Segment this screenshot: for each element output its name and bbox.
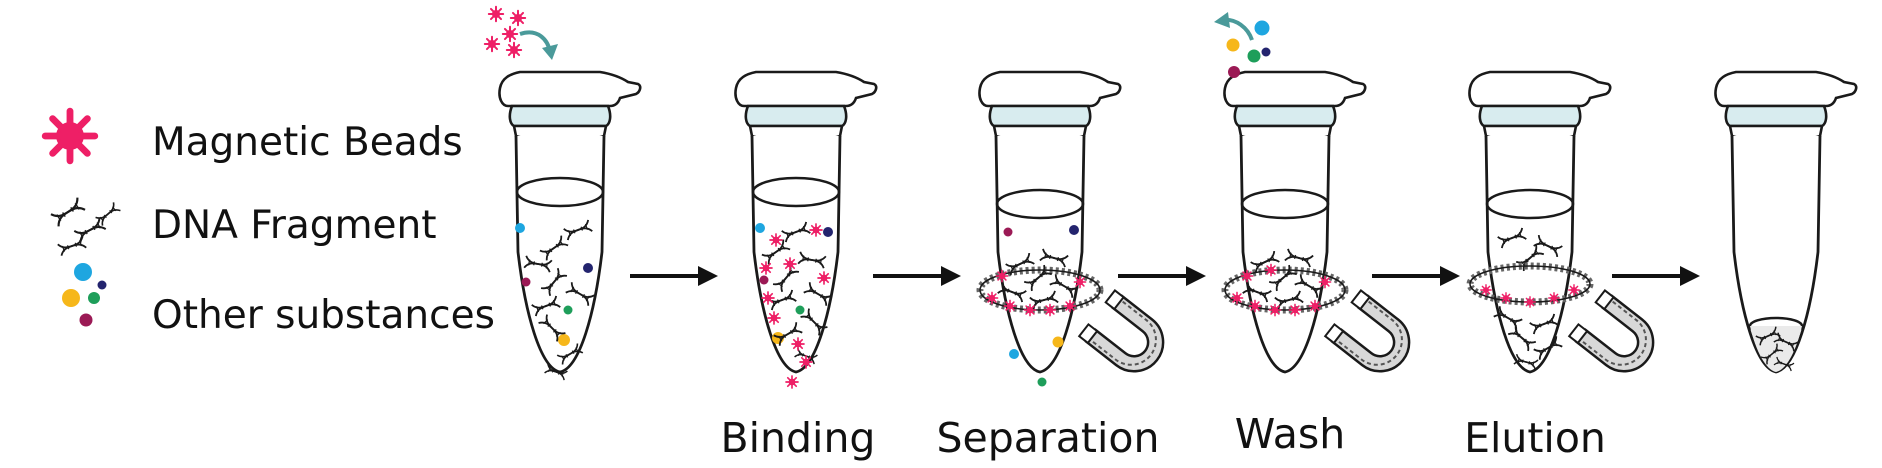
- arrow-2: [871, 264, 963, 288]
- dna-fragment-icon: [49, 196, 122, 257]
- legend-label-magnetic-beads: Magnetic Beads: [152, 120, 463, 165]
- beads-added-icon: [483, 5, 558, 60]
- arrow-5: [1610, 264, 1702, 288]
- legend-label-dna-fragment: DNA Fragment: [152, 203, 437, 248]
- legend: Magnetic Beads DNA Fragment Other substa…: [45, 111, 495, 338]
- other-substances-icon: [62, 263, 107, 327]
- magnet-icon-3: [1567, 289, 1667, 385]
- tube-2-binding: [734, 70, 878, 389]
- magnetic-bead-icon: [45, 111, 95, 161]
- step-label-separation: Separation: [937, 414, 1160, 462]
- step-label-elution: Elution: [1464, 414, 1606, 462]
- step-label-wash: Wash: [1235, 410, 1345, 458]
- magnet-icon-1: [1077, 289, 1177, 385]
- magnet-icon-2: [1323, 289, 1423, 385]
- arrow-3: [1116, 264, 1208, 288]
- tube-4-wash: [1221, 70, 1367, 374]
- arrow-4: [1370, 264, 1462, 288]
- impurities-removed-icon: [1214, 12, 1271, 78]
- legend-label-other-substances: Other substances: [152, 293, 495, 338]
- arrow-1: [628, 264, 720, 288]
- tube-3-separation: [976, 70, 1122, 387]
- step-label-binding: Binding: [721, 414, 876, 462]
- tube-5-elution: [1466, 70, 1612, 374]
- tube-1-initial: [498, 70, 642, 381]
- tube-6-purified-dna: [1714, 70, 1858, 374]
